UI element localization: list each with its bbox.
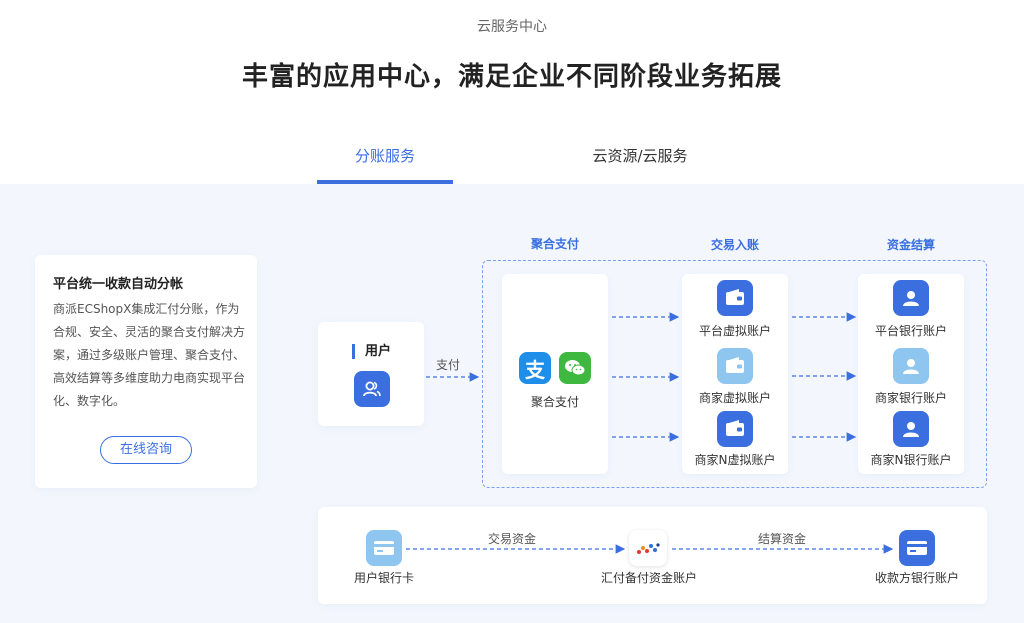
huifu-reserve-account-label: 汇付备付资金账户 <box>600 571 697 585</box>
merchant-bank-account-label: 商家银行账户 <box>874 391 947 405</box>
platform-bank-account-label: 平台银行账户 <box>874 324 947 338</box>
person-icon <box>893 411 929 447</box>
consult-online-button[interactable]: 在线咨询 <box>100 436 192 464</box>
aggregate-payment-label: 聚合支付 <box>530 395 579 409</box>
column-aggregate-payment: 聚合支付 <box>530 237 579 251</box>
page-title: 丰富的应用中心，满足企业不同阶段业务拓展 <box>241 62 782 92</box>
huifu-logo-icon <box>629 530 667 566</box>
user-bank-card-label: 用户银行卡 <box>353 571 414 585</box>
transaction-funds-label: 交易资金 <box>487 532 536 546</box>
merchant-n-bank-account-label: 商家N银行账户 <box>870 453 952 467</box>
alipay-icon: 支 <box>519 352 551 384</box>
merchant-n-virtual-account-label: 商家N虚拟账户 <box>694 453 776 467</box>
person-icon <box>893 280 929 316</box>
column-transaction-entry: 交易入账 <box>710 238 759 252</box>
users-icon <box>354 371 390 407</box>
section-eyebrow: 云服务中心 <box>477 19 547 35</box>
merchant-virtual-account-label: 商家虚拟账户 <box>698 391 771 405</box>
tab-split-service[interactable]: 分账服务 <box>354 147 415 165</box>
wallet-icon <box>717 348 753 384</box>
payment-flow-frame <box>482 260 987 488</box>
person-icon <box>893 348 929 384</box>
wallet-icon <box>717 411 753 447</box>
column-fund-settlement: 资金结算 <box>886 238 935 252</box>
intro-description: 商派ECShopX集成汇付分账，作为合规、安全、灵活的聚合支付解决方案，通过多级… <box>53 302 246 408</box>
user-card-title: 用户 <box>352 344 391 359</box>
intro-title: 平台统一收款自动分帐 <box>53 277 184 292</box>
platform-virtual-account-label: 平台虚拟账户 <box>698 324 771 338</box>
bank-card-icon <box>366 530 402 566</box>
wallet-icon <box>717 280 753 316</box>
active-tab-indicator <box>317 180 453 184</box>
pay-flow-label: 支付 <box>435 358 460 372</box>
tab-cloud-resources[interactable]: 云资源/云服务 <box>592 147 688 165</box>
settlement-funds-label: 结算资金 <box>757 532 806 546</box>
top-section: 云服务中心 丰富的应用中心，满足企业不同阶段业务拓展 分账服务 云资源/云服务 <box>0 0 1024 184</box>
wechat-pay-icon <box>559 352 591 384</box>
payee-bank-account-label: 收款方银行账户 <box>874 571 959 585</box>
bank-card-icon <box>899 530 935 566</box>
